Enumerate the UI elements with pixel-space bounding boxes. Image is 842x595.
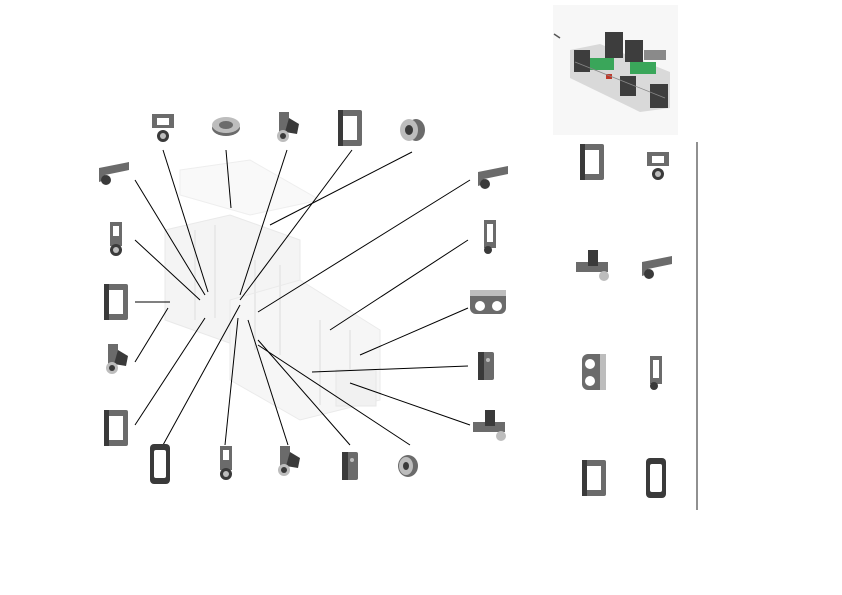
- cross-clamp-icon: [576, 250, 609, 281]
- square-frame-icon: [582, 460, 606, 496]
- block-icon: [478, 352, 494, 380]
- leader-lines: [134, 149, 471, 446]
- cylinder-ring-icon: [400, 119, 425, 141]
- rounded-frame-icon: [646, 458, 666, 498]
- double-hole-bracket-icon: [470, 290, 506, 314]
- standoff-icon: [484, 220, 496, 254]
- u-bracket-icon: [642, 256, 672, 279]
- hook-clamp-icon: [277, 112, 299, 142]
- clamp-icon: [152, 114, 174, 142]
- threaded-ring-icon: [398, 455, 418, 477]
- block-icon: [342, 452, 358, 480]
- u-bracket-icon: [99, 162, 129, 185]
- square-frame-icon: [580, 144, 604, 180]
- ring-icon: [212, 117, 240, 136]
- cross-clamp-icon: [473, 410, 506, 441]
- double-hole-bracket-icon: [582, 354, 606, 390]
- u-bracket-icon: [478, 166, 508, 189]
- square-frame-icon: [104, 410, 128, 446]
- square-frame-icon: [338, 110, 362, 146]
- hook-clamp-icon: [106, 344, 128, 374]
- parts-list-panel: [576, 142, 698, 510]
- central-assembly: [164, 159, 381, 421]
- clamp-icon: [647, 152, 669, 180]
- square-frame-icon: [104, 284, 128, 320]
- assembly-overview-thumbnail: [553, 5, 678, 135]
- standoff-icon: [220, 446, 232, 480]
- standoff-icon: [110, 222, 122, 256]
- standoff-icon: [650, 356, 662, 390]
- rounded-frame-icon: [150, 444, 170, 484]
- hook-clamp-icon: [278, 446, 300, 476]
